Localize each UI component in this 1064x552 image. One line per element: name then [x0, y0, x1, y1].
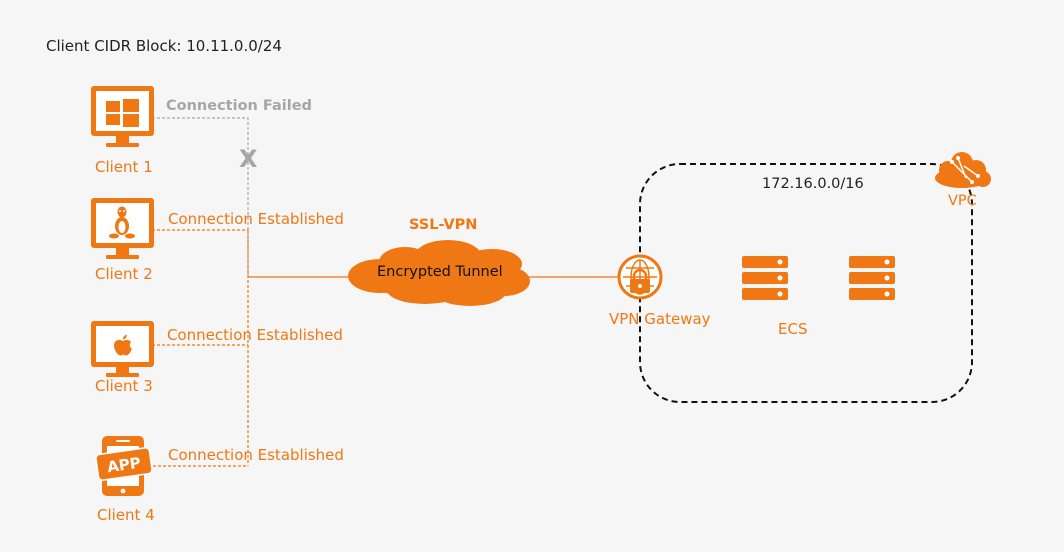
apple-icon — [91, 321, 154, 377]
encrypted-tunnel-label: Encrypted Tunnel — [377, 264, 503, 280]
ecs-label: ECS — [778, 320, 808, 338]
failed-connection-line — [152, 117, 249, 278]
ecs-server-icon — [742, 256, 788, 300]
vpc-label: VPC — [948, 193, 977, 209]
mobile-app-icon — [95, 436, 153, 496]
connection-established-label: Connection Established — [168, 446, 344, 464]
connection-failed-label: Connection Failed — [166, 98, 312, 114]
vpc-cloud-icon — [935, 152, 991, 188]
client-4-label: Client 4 — [97, 506, 155, 524]
vpn-gateway-icon — [617, 254, 663, 300]
linux-icon — [91, 198, 154, 259]
ssl-vpn-label: SSL-VPN — [409, 217, 478, 233]
ecs-server-icon — [849, 256, 895, 300]
connection-established-label: Connection Established — [167, 326, 343, 344]
vpc-boundary — [639, 163, 973, 403]
failed-x-mark: X — [239, 145, 258, 173]
client-3-label: Client 3 — [95, 377, 153, 395]
client-2-label: Client 2 — [95, 265, 153, 283]
encrypted-tunnel-cloud — [348, 240, 530, 306]
vpn-gateway-label: VPN Gateway — [609, 310, 711, 328]
windows-icon — [91, 86, 154, 147]
client-cidr-label: Client CIDR Block: 10.11.0.0/24 — [46, 37, 282, 55]
connection-established-label: Connection Established — [168, 210, 344, 228]
client-1-label: Client 1 — [95, 158, 153, 176]
vpc-cidr-label: 172.16.0.0/16 — [762, 176, 864, 192]
